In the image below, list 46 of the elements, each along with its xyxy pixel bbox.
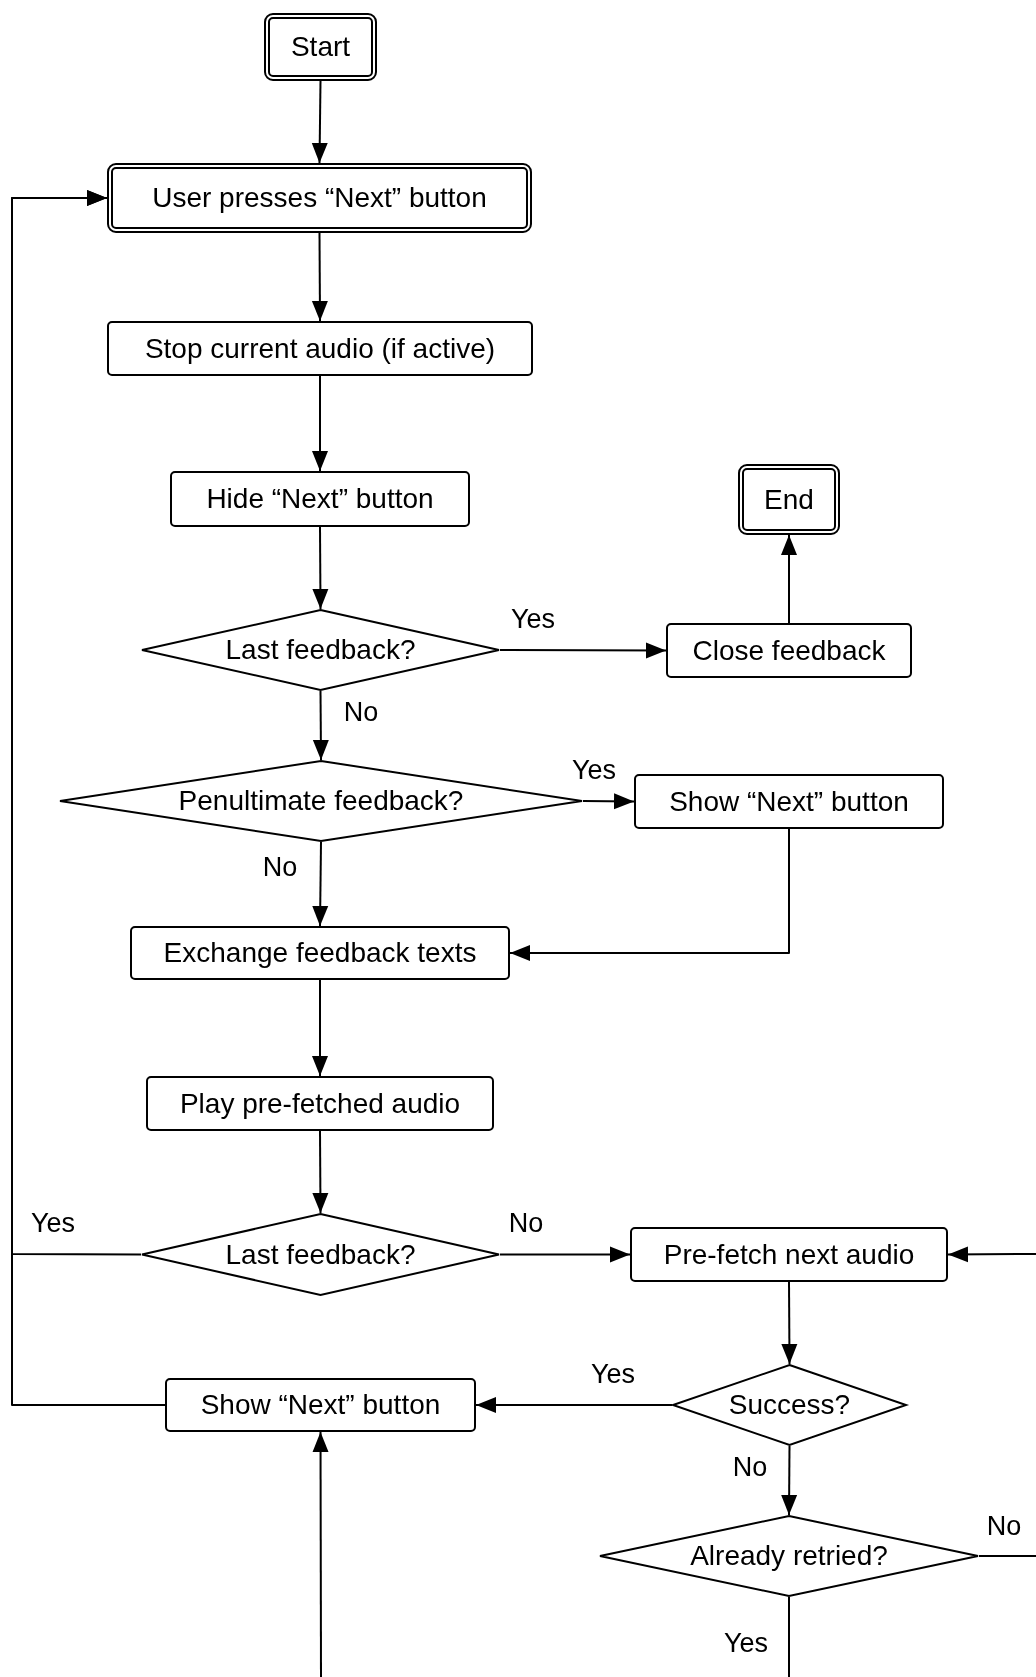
- terminal-box: [738, 464, 840, 535]
- node-text: User presses “Next” button: [152, 182, 487, 214]
- node-text: Start: [290, 31, 351, 63]
- arrow: [312, 1431, 329, 1677]
- arrow: [499, 1246, 631, 1263]
- node-text: Exchange feedback texts: [163, 937, 477, 969]
- arrow: [509, 828, 790, 961]
- arrow: [781, 1445, 798, 1516]
- node-text: Close feedback: [692, 634, 886, 667]
- arrow: [312, 375, 328, 472]
- node-text: Pre-fetch next audio: [663, 1238, 915, 1271]
- process-box: [666, 623, 912, 678]
- terminal-box: [107, 163, 532, 233]
- arrow: [312, 979, 328, 1077]
- node-text: Hide “Next” button: [206, 483, 434, 515]
- arrow: [311, 80, 328, 164]
- terminal-box: [264, 13, 377, 81]
- arrow: [11, 190, 166, 1406]
- node-text: Last feedback?: [225, 1238, 416, 1271]
- node-text: Stop current audio (if active): [144, 332, 496, 365]
- process-box: [165, 1378, 476, 1432]
- arrow: [311, 232, 328, 322]
- arrow: [312, 526, 329, 610]
- node-text: Success?: [728, 1389, 851, 1421]
- arrow: [312, 841, 329, 927]
- arrow: [312, 1130, 329, 1214]
- process-box: [630, 1227, 948, 1282]
- node-text: Show “Next” button: [200, 1389, 441, 1421]
- process-box: [146, 1076, 494, 1131]
- node-text: Play pre-fetched audio: [179, 1087, 461, 1120]
- node-text: Penultimate feedback?: [178, 785, 464, 817]
- process-box: [634, 774, 944, 829]
- process-box: [170, 471, 470, 527]
- arrow: [499, 642, 667, 659]
- node-text: End: [764, 483, 814, 516]
- arrow: [582, 793, 635, 810]
- arrow: [475, 1397, 673, 1413]
- node-text: Last feedback?: [225, 634, 416, 666]
- arrow: [947, 1246, 1036, 1263]
- node-text: Show “Next” button: [669, 785, 909, 818]
- node-text: Already retried?: [690, 1540, 888, 1572]
- process-box: [107, 321, 533, 376]
- process-box: [130, 926, 510, 980]
- arrow: [312, 690, 329, 761]
- arrow: [781, 534, 797, 624]
- arrow: [781, 1281, 798, 1365]
